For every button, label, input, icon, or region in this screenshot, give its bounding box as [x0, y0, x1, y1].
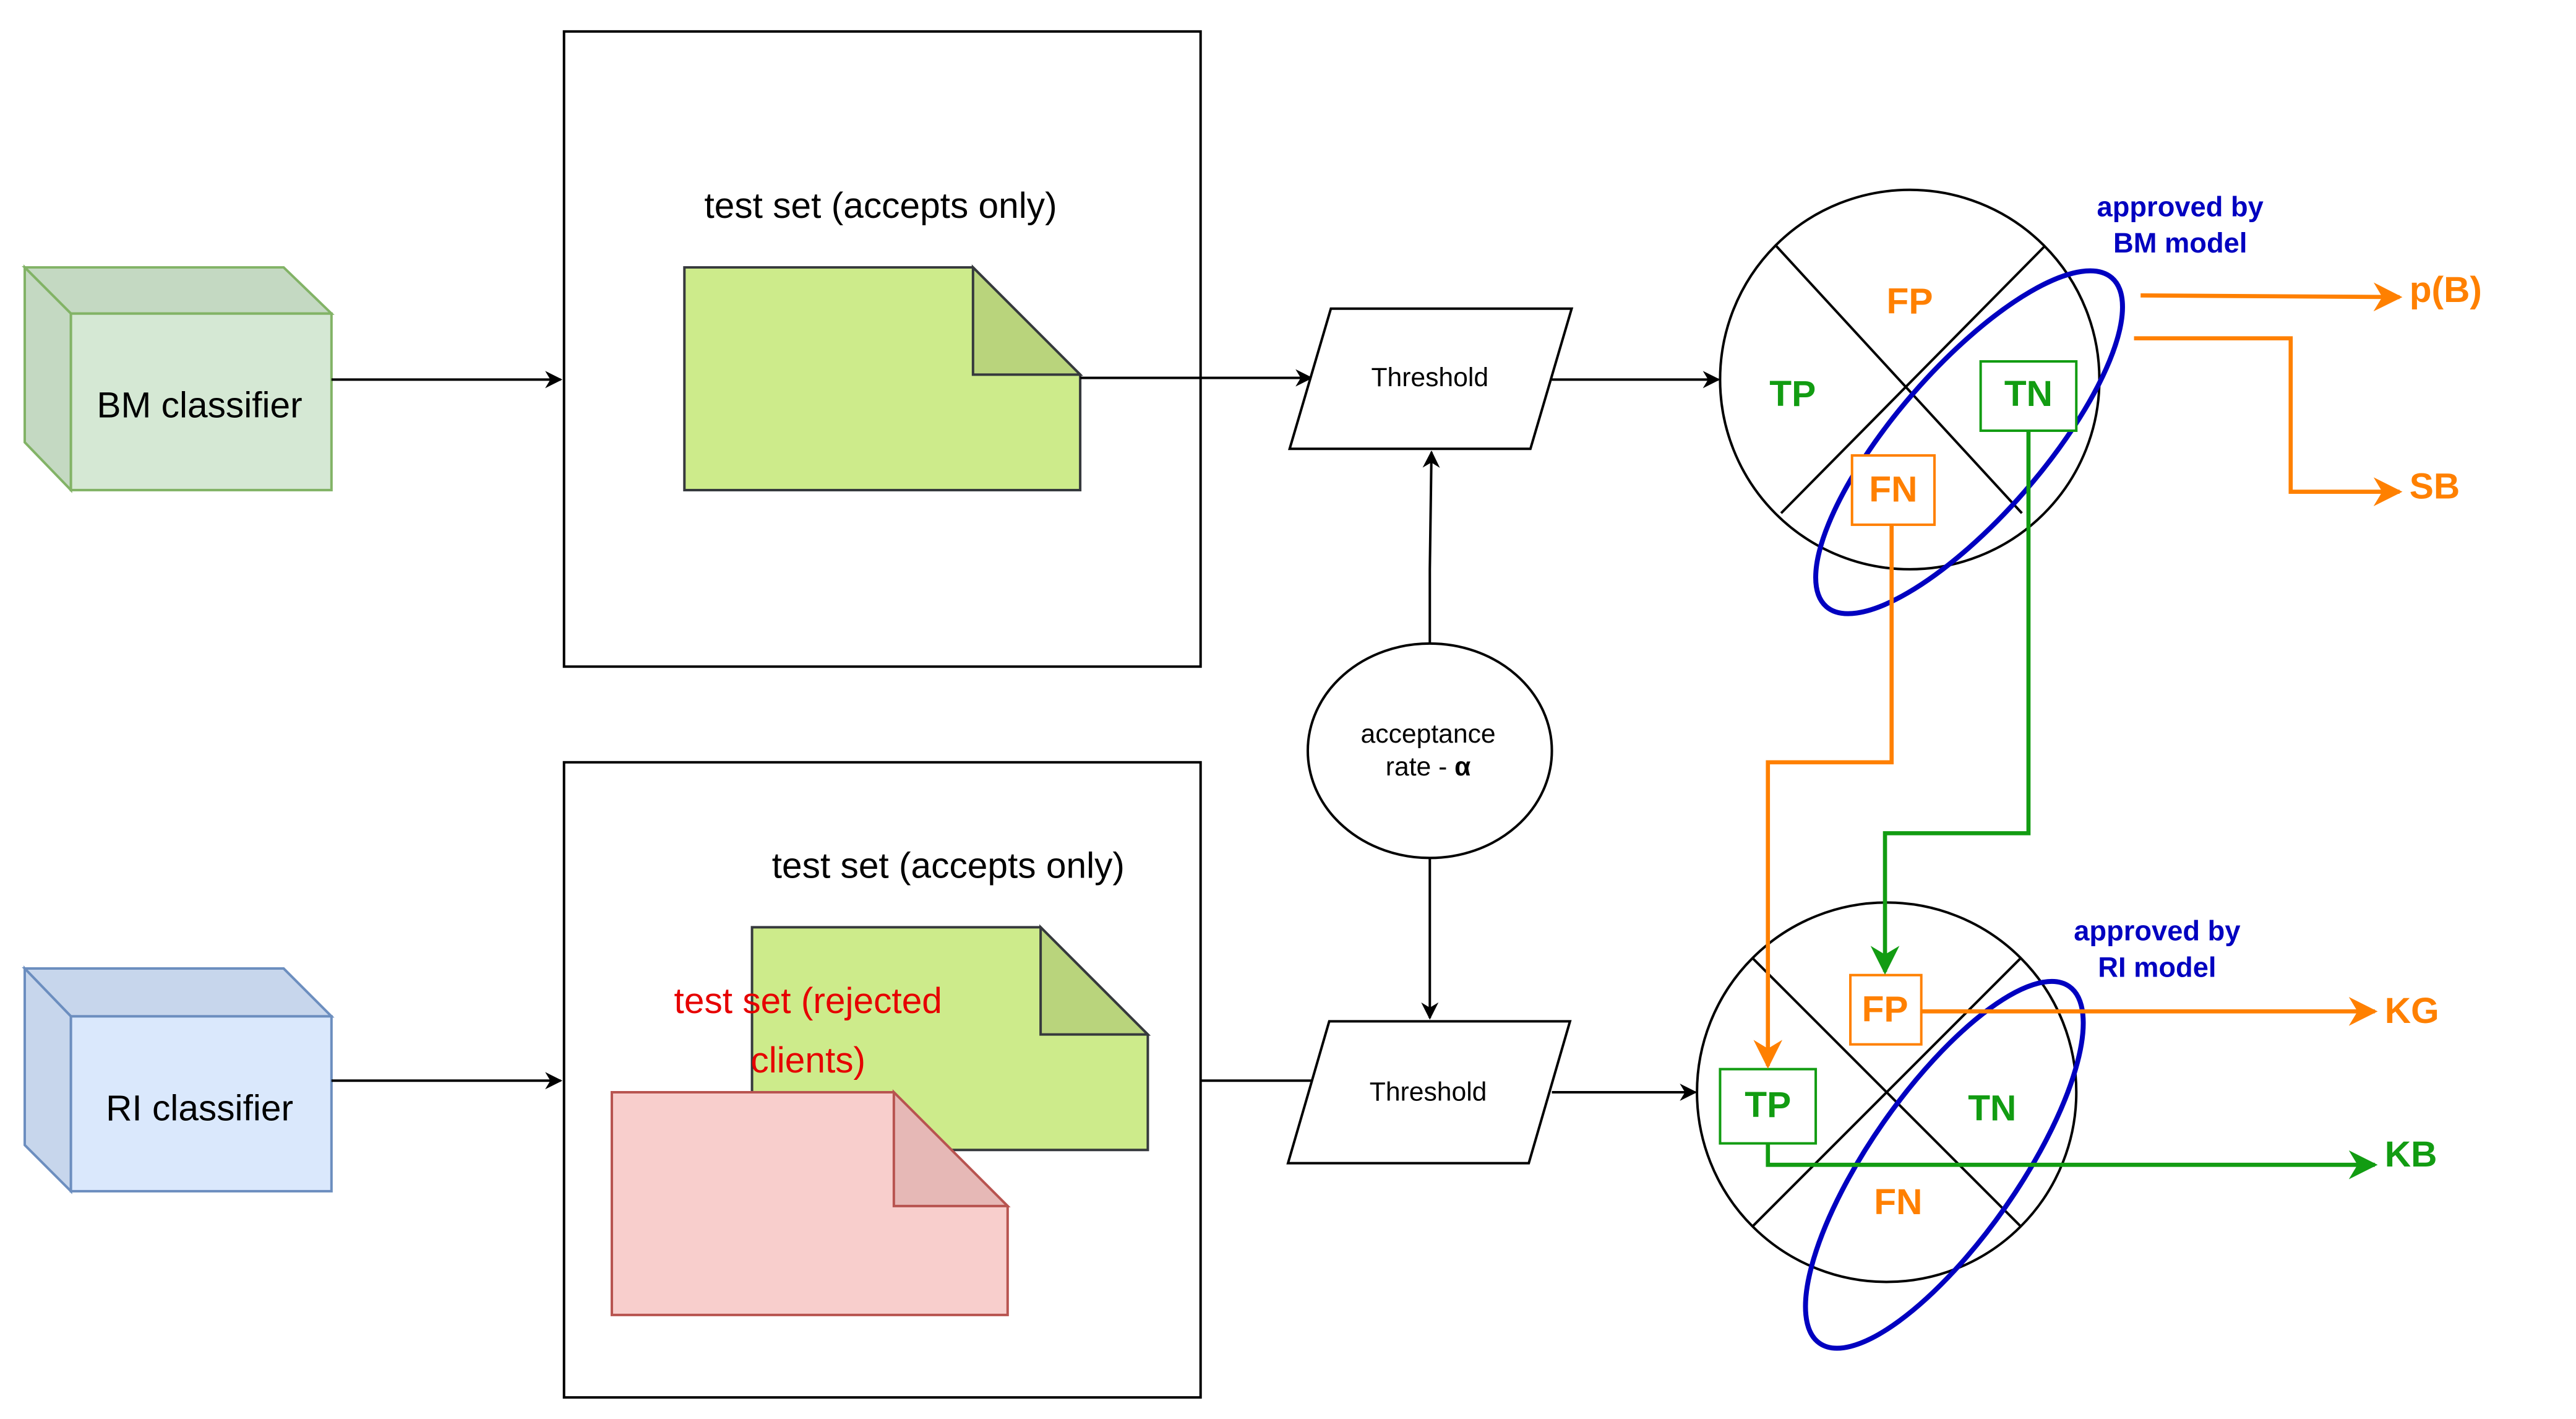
top-test-set-container: test set (accepts only) — [562, 30, 1202, 668]
top-tn-label: TN — [2004, 374, 2053, 414]
orange-flows — [1753, 282, 2403, 1069]
threshold-top: Threshold — [1287, 307, 1574, 451]
rejected-clients-document — [611, 1089, 1011, 1316]
top-fp-label: FP — [1887, 282, 1933, 322]
bottom-test-set-label: test set (accepts only) — [772, 845, 1125, 886]
output-sb-label: SB — [2410, 466, 2460, 506]
black-connectors — [331, 369, 1720, 1101]
ri-classifier-label: RI classifier — [106, 1088, 293, 1128]
bm-approval-ellipse — [1813, 268, 2125, 616]
bottom-fn-label: FN — [1874, 1182, 1922, 1222]
top-tn-box — [1979, 360, 2078, 432]
bottom-confusion-circle: FP TP TN FN approved by RI model — [1696, 901, 2241, 1351]
bm-classifier-box: BM classifier — [22, 264, 335, 493]
threshold-top-label: Threshold — [1371, 363, 1488, 392]
green-flows — [1766, 430, 2378, 1180]
bottom-test-set-container: test set (accepts only) test set (reject… — [562, 761, 1202, 1399]
output-kb-label: KB — [2385, 1134, 2437, 1175]
bottom-tp-label: TP — [1745, 1085, 1791, 1125]
ri-approval-ellipse — [1803, 978, 2086, 1351]
top-accepts-document — [683, 264, 1083, 491]
threshold-bottom-label: Threshold — [1370, 1077, 1487, 1106]
bottom-tp-box — [1719, 1067, 1818, 1145]
tn-to-fp-arrow — [1870, 430, 2031, 975]
rejected-clients-label-line2: clients) — [750, 1040, 865, 1080]
bm-approved-line1: approved by — [2097, 191, 2264, 222]
bottom-tn-label: TN — [1968, 1088, 2016, 1128]
fn-to-tp-arrow — [1753, 524, 1894, 1069]
top-confusion-circle: FP TP TN FN approved by BM model — [1719, 188, 2264, 616]
pb-arrow — [2140, 282, 2403, 312]
kb-arrow — [1766, 1143, 2378, 1180]
sb-arrow — [2134, 336, 2403, 506]
bottom-fp-label: FP — [1862, 989, 1908, 1029]
rejected-clients-label-line1: test set (rejected — [674, 981, 942, 1021]
acceptance-rate-node: acceptance rate - α — [1306, 642, 1553, 860]
top-fn-label: FN — [1869, 470, 1917, 510]
ri-classifier-box: RI classifier — [22, 965, 335, 1194]
ri-approved-line1: approved by — [2074, 915, 2240, 947]
top-fn-box — [1850, 454, 1936, 526]
output-pb-label: p(B) — [2410, 270, 2482, 310]
threshold-bottom: Threshold — [1286, 1020, 1572, 1165]
ri-approved-line2: RI model — [2098, 951, 2216, 983]
top-test-set-label: test set (accepts only) — [704, 186, 1057, 226]
output-kg-label: KG — [2385, 991, 2439, 1031]
alpha-symbol: α — [1454, 752, 1470, 782]
bottom-fp-box — [1849, 973, 1923, 1046]
bm-approved-line2: BM model — [2113, 227, 2247, 259]
top-tp-label: TP — [1769, 374, 1816, 414]
acceptance-rate-line1: acceptance — [1361, 719, 1496, 749]
bm-classifier-label: BM classifier — [97, 386, 302, 426]
acceptance-rate-line2: rate - α — [1386, 752, 1471, 782]
